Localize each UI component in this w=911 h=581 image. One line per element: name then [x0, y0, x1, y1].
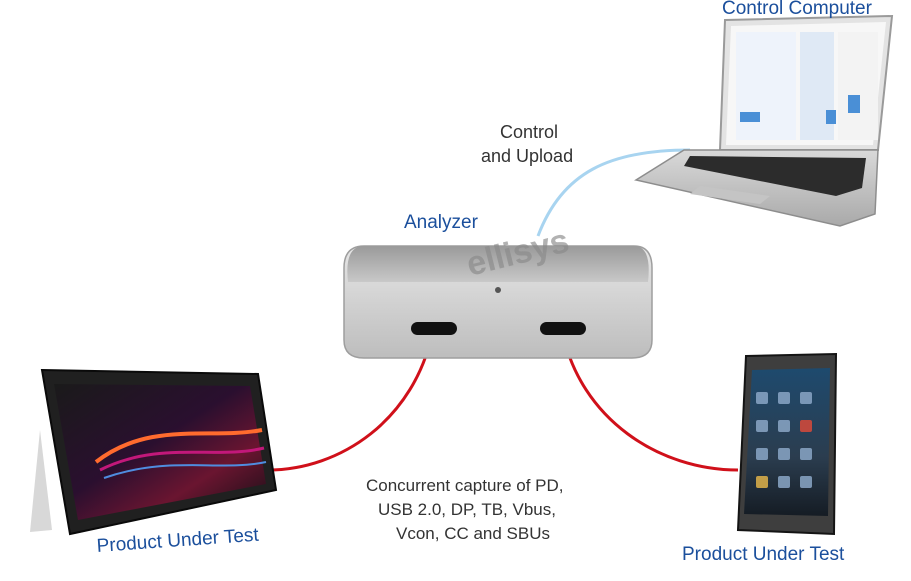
label-control-computer: Control Computer	[722, 0, 872, 19]
laptop-icon	[634, 14, 894, 227]
label-capture-line3: Vcon, CC and SBUs	[396, 524, 551, 543]
phone-icon	[736, 352, 838, 536]
label-capture-line1: Concurrent capture of PD,	[366, 476, 564, 495]
usb-c-port-right	[540, 322, 586, 335]
tablet-icon	[30, 368, 278, 536]
analyzer-device: ellisys	[343, 222, 653, 359]
label-control-upload-line1: Control	[500, 122, 559, 142]
usb-c-port-left	[411, 322, 457, 335]
label-product-under-test-right: Product Under Test	[682, 544, 845, 565]
analyzer-led	[495, 287, 501, 293]
control-cable	[536, 148, 691, 237]
label-analyzer: Analyzer	[404, 212, 478, 233]
usb-cable-left	[267, 329, 435, 472]
usb-cable-right	[560, 329, 739, 472]
label-control-upload-line2: and Upload	[481, 146, 574, 166]
label-capture-line2: USB 2.0, DP, TB, Vbus,	[378, 500, 556, 519]
